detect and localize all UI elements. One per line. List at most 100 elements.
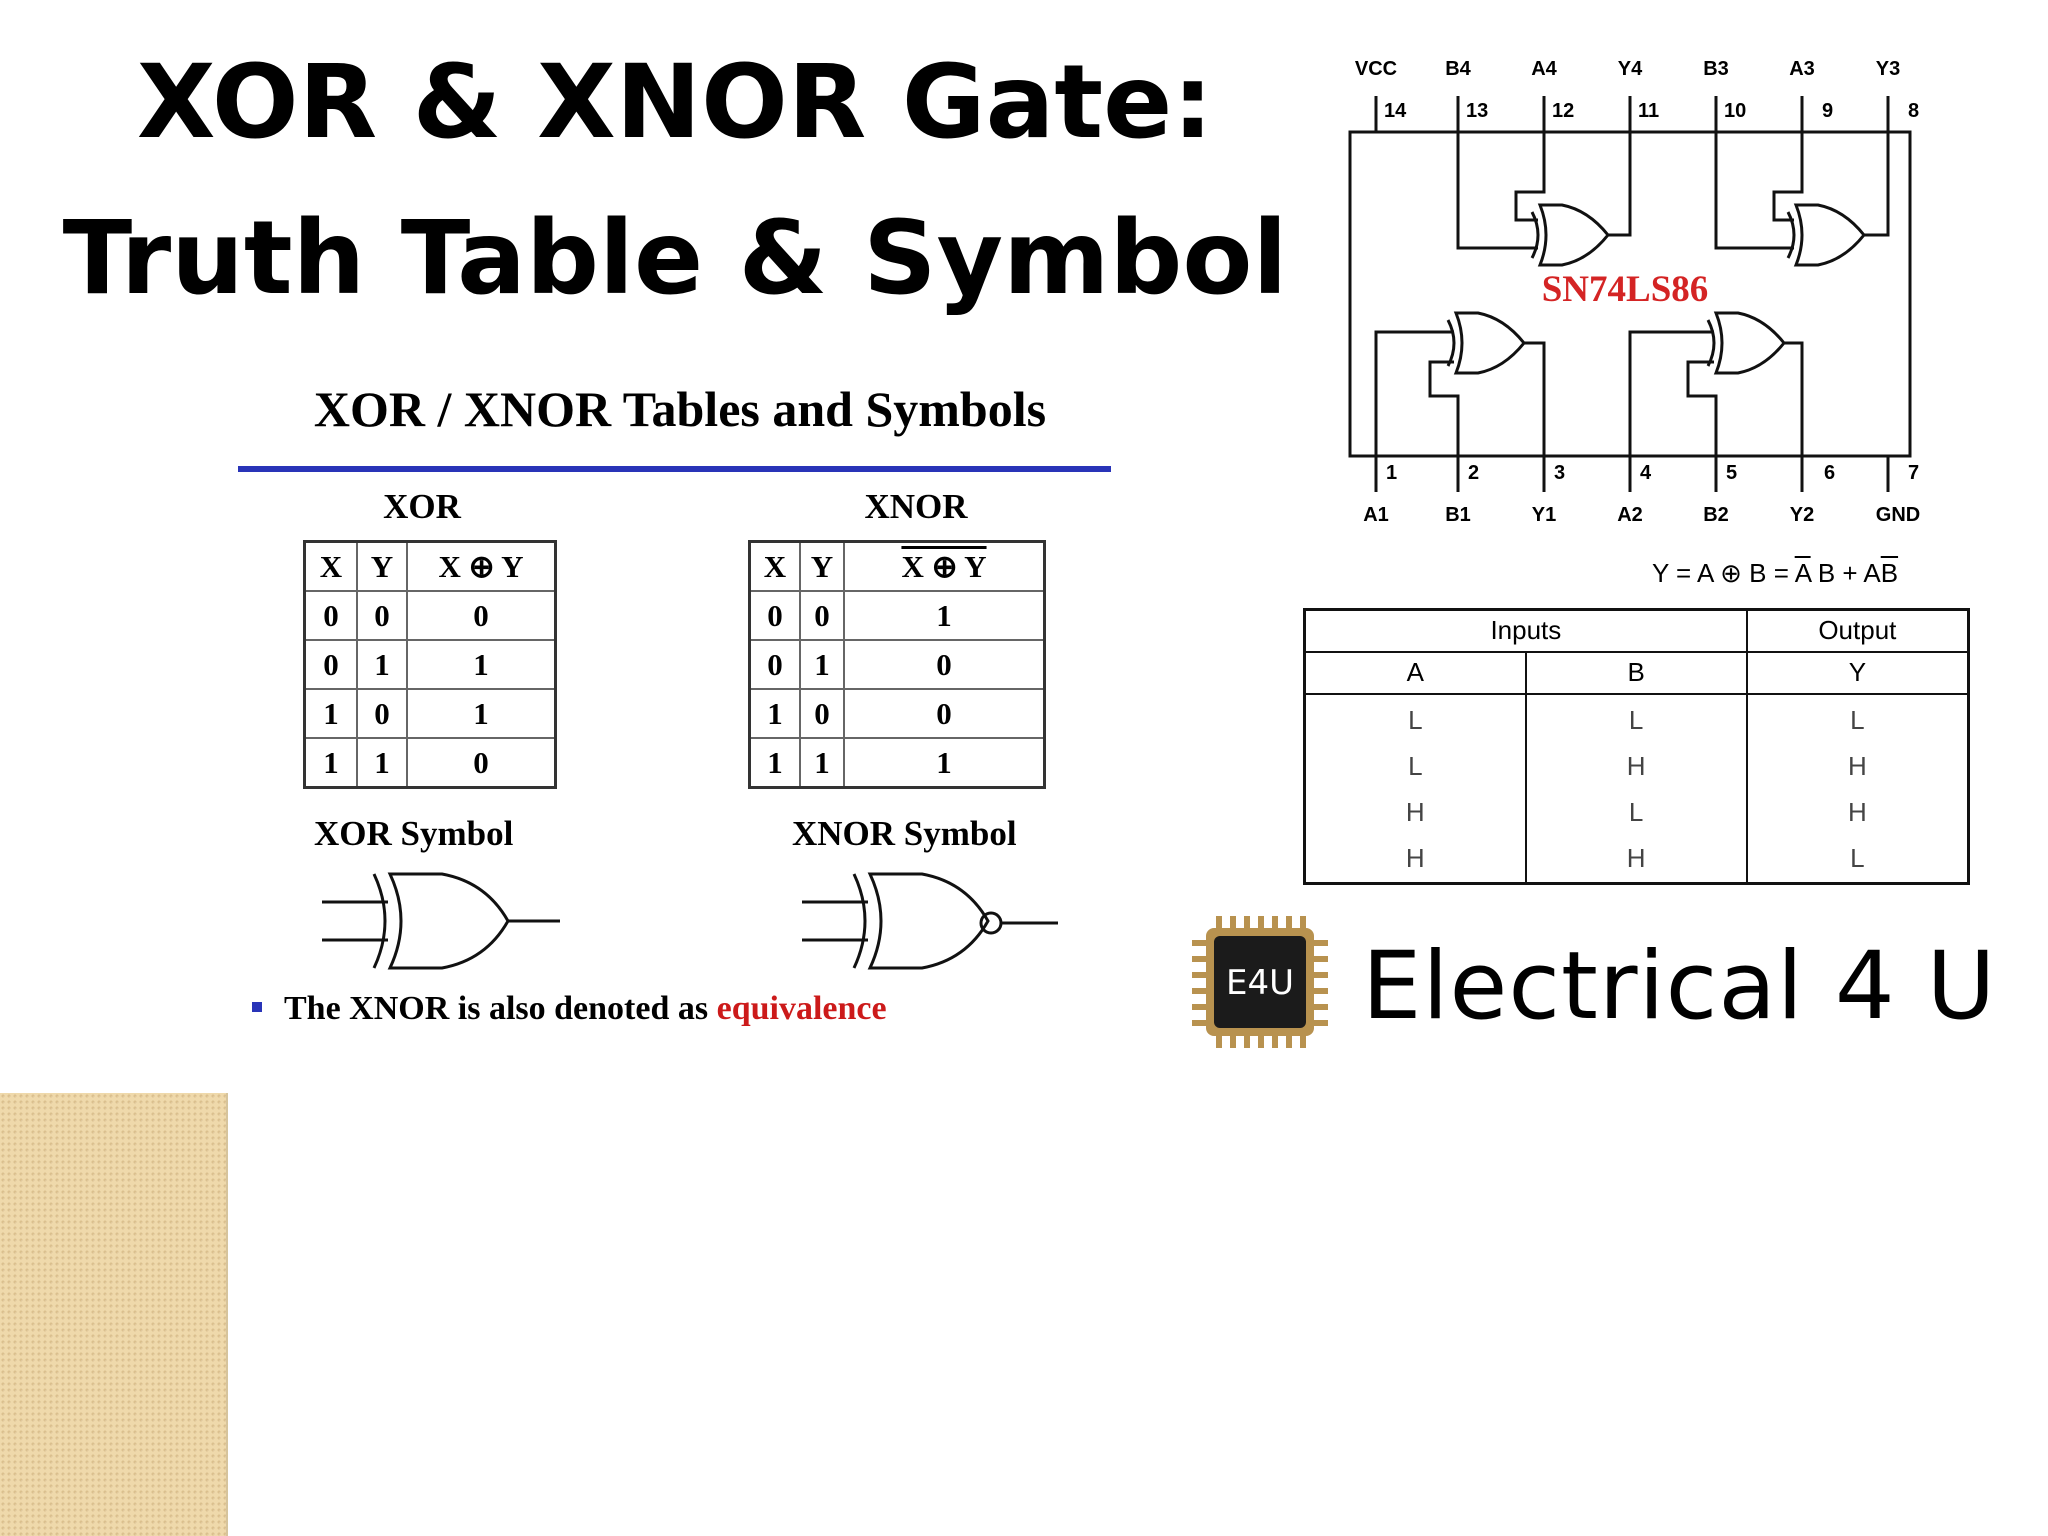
page-title-line-2: Truth Table & Symbol bbox=[62, 199, 1288, 318]
pin-name-bottom: A1 bbox=[1363, 504, 1389, 526]
pin-number: 10 bbox=[1724, 100, 1747, 122]
e4u-chip-logo-icon: E4U bbox=[1192, 916, 1328, 1048]
output-group-header: Output bbox=[1745, 608, 1970, 653]
xor-header-y: Y bbox=[356, 540, 408, 592]
table-cell: 0 bbox=[303, 590, 358, 641]
pin-number: 12 bbox=[1552, 100, 1575, 122]
xnor-gate-symbol bbox=[802, 872, 1058, 970]
pin-number: 14 bbox=[1384, 100, 1407, 122]
table-cell: 0 bbox=[406, 737, 557, 789]
decorative-divider bbox=[226, 1093, 228, 1536]
table-cell: 1 bbox=[406, 639, 557, 690]
pin-name-bottom: B1 bbox=[1445, 504, 1471, 526]
table-cell: L bbox=[1745, 693, 1970, 744]
table-cell: L bbox=[1524, 693, 1748, 744]
pin-name-bottom: GND bbox=[1875, 504, 1921, 526]
pin-name-bottom: Y1 bbox=[1531, 504, 1557, 526]
column-header-b: B bbox=[1524, 650, 1748, 695]
note-prefix: The XNOR is also denoted as bbox=[284, 990, 717, 1027]
xor-symbol-label: XOR Symbol bbox=[314, 814, 514, 853]
pin-number: 13 bbox=[1466, 100, 1489, 122]
xor-gate-symbol bbox=[322, 872, 560, 970]
pin-name-top: B4 bbox=[1445, 58, 1471, 80]
table-cell: 1 bbox=[748, 688, 801, 739]
table-cell: L bbox=[1303, 693, 1527, 744]
slide-heading: XOR / XNOR Tables and Symbols bbox=[313, 381, 1047, 437]
pin-number: 11 bbox=[1638, 100, 1660, 122]
table-cell: 1 bbox=[406, 688, 557, 739]
decorative-texture-panel bbox=[0, 1093, 226, 1536]
pin-name-bottom: Y2 bbox=[1789, 504, 1815, 526]
xor-table-heading: XOR bbox=[383, 487, 461, 526]
column-header-a: A bbox=[1303, 650, 1527, 695]
pin-name-top: A3 bbox=[1789, 58, 1815, 80]
boolean-expression: Y = A ⊕ B = A B + AB bbox=[1300, 558, 2048, 589]
xnor-header-x: X bbox=[748, 540, 801, 592]
xnor-symbol-label: XNOR Symbol bbox=[792, 814, 1017, 853]
table-cell: 0 bbox=[748, 590, 801, 641]
pin-name-bottom: B2 bbox=[1703, 504, 1729, 526]
xnor-header-output: X ⊕ Y bbox=[901, 548, 987, 584]
table-cell: 1 bbox=[748, 737, 801, 789]
pin-number: 7 bbox=[1908, 462, 1920, 484]
page-title-line-1: XOR & XNOR Gate: bbox=[136, 43, 1214, 162]
table-cell: 1 bbox=[799, 639, 845, 690]
table-cell: 1 bbox=[799, 737, 845, 789]
table-cell: 1 bbox=[356, 639, 408, 690]
table-cell: L bbox=[1303, 743, 1527, 790]
pin-number: 6 bbox=[1824, 462, 1836, 484]
formula-part: B bbox=[1880, 558, 1899, 588]
note-text: The XNOR is also denoted as equivalence bbox=[252, 990, 887, 1028]
table-cell: 0 bbox=[303, 639, 358, 690]
table-cell: 0 bbox=[406, 590, 557, 641]
xnor-table-heading: XNOR bbox=[864, 487, 968, 526]
pin-number: 3 bbox=[1554, 462, 1566, 484]
table-cell: 0 bbox=[748, 639, 801, 690]
table-cell: 0 bbox=[799, 688, 845, 739]
formula-part: Y = A ⊕ B = bbox=[1651, 558, 1795, 588]
brand-name: Electrical 4 U bbox=[1362, 932, 1997, 1041]
chip-name: SN74LS86 bbox=[1541, 269, 1709, 310]
inputs-group-header: Inputs bbox=[1303, 608, 1748, 653]
table-cell: L bbox=[1745, 835, 1970, 883]
table-cell: H bbox=[1745, 789, 1970, 836]
sn74ls86-pinout-diagram bbox=[1348, 96, 1912, 492]
formula-part: B + A bbox=[1810, 558, 1881, 588]
pin-number: 1 bbox=[1386, 462, 1398, 484]
table-cell: H bbox=[1745, 743, 1970, 790]
table-cell: H bbox=[1524, 743, 1748, 790]
table-cell: H bbox=[1524, 835, 1748, 883]
pin-name-top: B3 bbox=[1703, 58, 1729, 80]
column-header-y: Y bbox=[1745, 650, 1970, 695]
table-cell: 0 bbox=[843, 688, 1046, 739]
xor-header-output: X ⊕ Y bbox=[406, 540, 557, 592]
xnor-header-y: Y bbox=[799, 540, 845, 592]
table-cell: 1 bbox=[843, 737, 1046, 789]
pin-number: 8 bbox=[1908, 100, 1920, 122]
heading-rule bbox=[238, 466, 1111, 472]
table-cell: 1 bbox=[356, 737, 408, 789]
table-cell: L bbox=[1524, 789, 1748, 836]
pin-name-top: Y4 bbox=[1617, 58, 1643, 80]
pin-number: 9 bbox=[1822, 100, 1834, 122]
logo-text: E4U bbox=[1226, 963, 1294, 1003]
table-cell: H bbox=[1303, 789, 1527, 836]
pin-name-top: VCC bbox=[1354, 58, 1398, 80]
xor-header-x: X bbox=[303, 540, 358, 592]
note-highlight: equivalence bbox=[716, 990, 887, 1027]
table-cell: 0 bbox=[843, 639, 1046, 690]
table-cell: 0 bbox=[356, 688, 408, 739]
table-cell: 0 bbox=[356, 590, 408, 641]
